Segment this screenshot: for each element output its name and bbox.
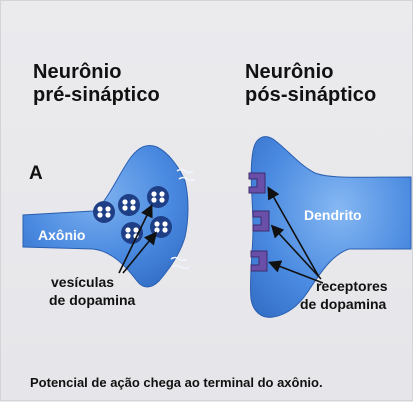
receptors-label-line1: receptores: [316, 278, 388, 294]
receptors-label: receptores de dopamina: [300, 277, 388, 313]
receptor: [252, 210, 270, 232]
presynaptic-title: Neurônio pré-sináptico: [33, 61, 160, 107]
vesicle: [121, 222, 143, 244]
postsynaptic-title: Neurônio pós-sináptico: [245, 61, 376, 107]
dopamine-vesicles: [93, 186, 172, 244]
release-marks: [170, 168, 196, 270]
vesicle: [147, 186, 169, 208]
panel-letter: A: [29, 163, 43, 184]
vesicles-label-line1: vesículas: [51, 274, 115, 290]
receptor-arrows: [267, 186, 324, 284]
axon-label: Axônio: [38, 227, 86, 243]
caption: Potencial de ação chega ao terminal do a…: [30, 375, 323, 390]
receptors-label-line2: de dopamina: [300, 296, 387, 312]
presynaptic-title-line1: Neurônio: [33, 61, 122, 83]
presynaptic-title-line2: pré-sináptico: [33, 84, 160, 106]
vesicle: [118, 194, 140, 216]
vesicles-label-line2: de dopamina: [49, 292, 136, 308]
postsynaptic-title-line1: Neurônio: [245, 61, 334, 83]
receptor: [248, 172, 266, 194]
dendrite-label: Dendrito: [304, 207, 362, 223]
vesicles-label: vesículas de dopamina: [49, 273, 135, 309]
dopamine-receptors: [248, 172, 270, 272]
vesicle: [93, 201, 115, 223]
postsynaptic-title-line2: pós-sináptico: [245, 84, 377, 106]
vesicle: [150, 216, 172, 238]
receptor: [250, 250, 268, 272]
vesicle-arrows: [118, 204, 158, 274]
